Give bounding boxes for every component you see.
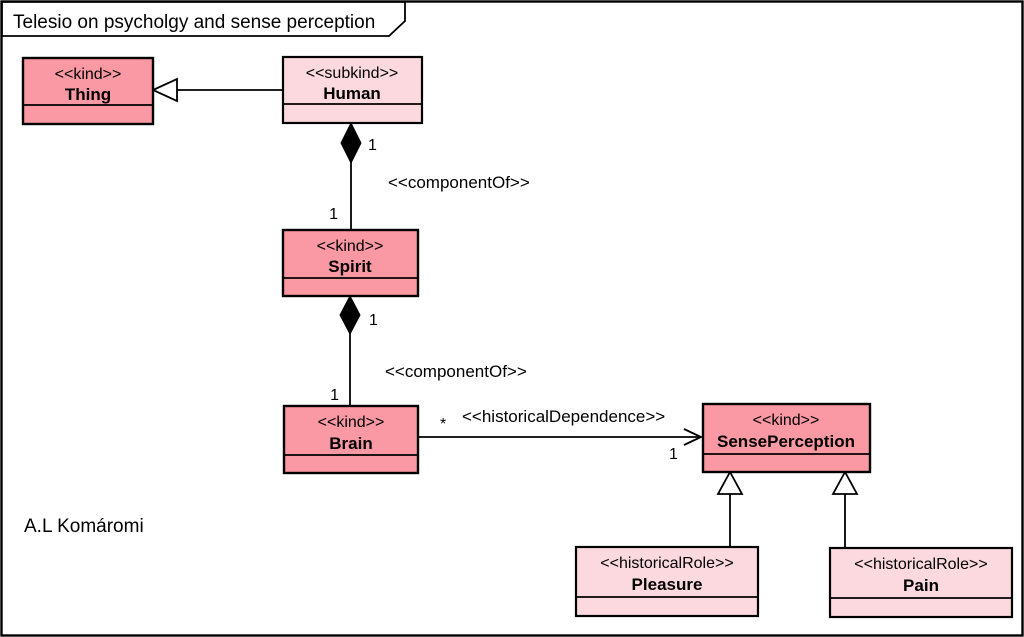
diagram-title-tab	[1, 1, 406, 37]
multiplicity-source: *	[440, 416, 446, 433]
diagram-title: Telesio on psycholgy and sense perceptio…	[13, 12, 375, 33]
class-name: SensePerception	[717, 432, 855, 451]
class-box	[281, 228, 420, 298]
generalization-triangle-icon	[716, 470, 744, 495]
composition-diamond-icon	[340, 121, 362, 165]
generalization-pain-senseperception[interactable]	[831, 470, 859, 548]
class-box	[282, 404, 420, 475]
class-box	[21, 56, 155, 126]
class-spirit[interactable]: <<kind>> Spirit	[281, 228, 420, 298]
class-name: Spirit	[328, 257, 372, 276]
multiplicity-whole: 1	[369, 312, 378, 329]
class-stereotype: <<kind>>	[318, 414, 385, 431]
class-thing[interactable]: <<kind>> Thing	[21, 56, 155, 126]
class-senseperception[interactable]: <<kind>> SensePerception	[701, 402, 872, 474]
open-arrowhead-icon	[683, 428, 704, 446]
class-box	[281, 55, 424, 125]
multiplicity-part: 1	[330, 387, 339, 404]
class-box	[828, 546, 1014, 619]
class-name: Thing	[65, 85, 111, 104]
class-stereotype: <<historicalRole>>	[854, 556, 987, 573]
generalization-pleasure-senseperception[interactable]	[716, 470, 744, 547]
class-brain[interactable]: <<kind>> Brain	[282, 404, 420, 475]
generalization-triangle-icon	[831, 470, 859, 495]
componentof-label: <<componentOf>>	[388, 173, 530, 192]
generalization-triangle-icon	[150, 77, 178, 103]
author-label: A.L Komáromi	[24, 516, 144, 537]
composition-human-spirit[interactable]: 1 <<componentOf>> 1	[329, 121, 530, 230]
class-stereotype: <<kind>>	[55, 66, 122, 83]
class-box	[574, 545, 760, 618]
composition-diamond-icon	[339, 294, 361, 336]
multiplicity-whole: 1	[368, 137, 377, 154]
class-stereotype: <<kind>>	[753, 412, 820, 429]
componentof-label: <<componentOf>>	[385, 362, 527, 381]
multiplicity-part: 1	[329, 206, 338, 223]
class-box	[701, 402, 872, 474]
class-name: Human	[323, 84, 381, 103]
multiplicity-target: 1	[669, 446, 678, 463]
class-name: Pain	[903, 576, 939, 595]
class-pain[interactable]: <<historicalRole>> Pain	[828, 546, 1014, 619]
class-stereotype: <<kind>>	[317, 238, 384, 255]
class-human[interactable]: <<subkind>> Human	[281, 55, 424, 125]
class-stereotype: <<historicalRole>>	[600, 555, 733, 572]
composition-spirit-brain[interactable]: 1 <<componentOf>> 1	[330, 294, 527, 406]
class-pleasure[interactable]: <<historicalRole>> Pleasure	[574, 545, 760, 618]
generalization-human-thing[interactable]	[150, 77, 283, 103]
historicaldependence-label: <<historicalDependence>>	[462, 407, 665, 426]
dependence-brain-senseperception[interactable]: * <<historicalDependence>> 1	[418, 407, 704, 463]
class-stereotype: <<subkind>>	[306, 65, 399, 82]
class-name: Brain	[329, 434, 372, 453]
class-name: Pleasure	[632, 575, 703, 594]
